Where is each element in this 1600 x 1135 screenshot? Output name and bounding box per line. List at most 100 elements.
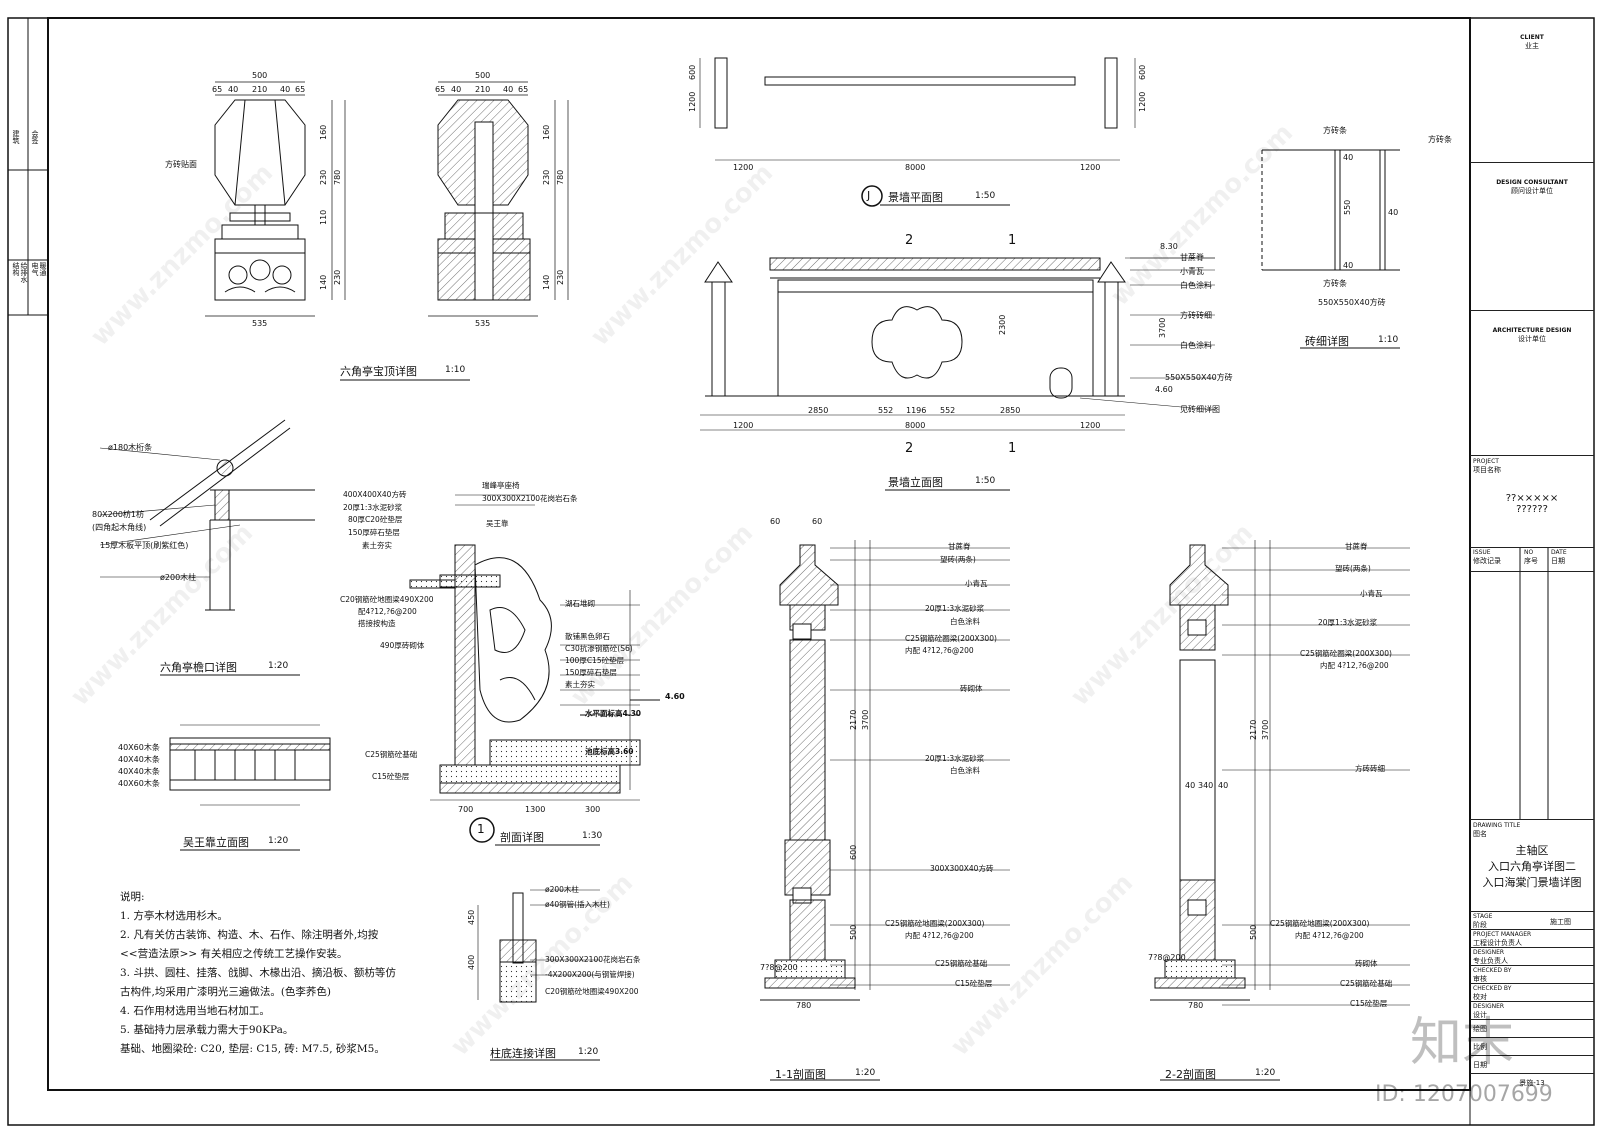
tb-checked-2: CHECKED BY 校对 — [1470, 984, 1594, 1002]
section-label-14: 湖石堆砌 — [565, 599, 595, 608]
svg-text:1: 1 — [1008, 233, 1016, 248]
note-item: 4. 石作用材选用当地石材加工。 — [120, 1005, 270, 1017]
section-detail-drawing — [409, 544, 660, 794]
title-section-1-1: 1-1剖面图 — [775, 1068, 826, 1081]
svg-text:65: 65 — [435, 85, 445, 94]
colbase-label-2: 300X300X2100花岗岩石条 — [545, 955, 641, 964]
svg-text:65: 65 — [295, 85, 305, 94]
scale-pavilion-top: 1:10 — [445, 365, 466, 375]
note-item: 5. 基础持力层承载力需大于90KPa。 — [120, 1024, 294, 1036]
section-2-2-drawing — [1150, 540, 1271, 1001]
sec22-label-11: C15砼垫层 — [1350, 999, 1388, 1008]
section-label-5: C20钢筋砼地圈梁490X200 — [340, 595, 434, 604]
tb-issue-header: ISSUE 修改记录 NO 序号 DATE 日期 — [1470, 548, 1594, 572]
svg-text:1200: 1200 — [1080, 421, 1100, 430]
notes-heading: 说明: — [120, 891, 145, 903]
sec11-label-2: 小青瓦 — [965, 579, 988, 588]
svg-text:300: 300 — [585, 805, 600, 814]
title-section-2-2: 2-2剖面图 — [1165, 1068, 1216, 1081]
section-label-level: 4.60 — [665, 692, 685, 701]
colbase-label-0: ø200木柱 — [545, 885, 579, 894]
svg-text:780: 780 — [1188, 1001, 1203, 1010]
svg-text:500: 500 — [475, 71, 490, 80]
svg-text:40: 40 — [1185, 781, 1195, 790]
eave-label-2: (四角起木角线) — [92, 523, 147, 532]
section-label-10: C15砼垫层 — [372, 772, 410, 781]
left-strip-1: 结构 — [12, 262, 20, 276]
note-item: <<营造法原>> 有关相应之传统工艺操作安装。 — [120, 948, 348, 960]
wall-label-1: 小青瓦 — [1180, 267, 1204, 276]
wall-label-4: 白色涂料 — [1180, 341, 1212, 350]
sec11-label-9: 白色涂料 — [950, 766, 980, 775]
eave-detail-drawing — [99, 419, 315, 611]
svg-text:40: 40 — [1343, 153, 1353, 162]
brick-label-2: 方砖条 — [1323, 279, 1347, 288]
svg-text:8000: 8000 — [905, 421, 925, 430]
svg-text:400: 400 — [467, 955, 476, 970]
leader-lines — [455, 257, 1410, 1006]
wall-label-5: 550X550X40方砖 — [1165, 373, 1233, 382]
title-underlines — [160, 204, 1400, 1081]
svg-text:140: 140 — [319, 275, 328, 290]
scale-brick: 1:10 — [1378, 335, 1399, 345]
title-column-base: 柱底连接详图 — [490, 1047, 556, 1060]
tb-architecture: ARCHITECTURE DESIGN 设计单位 — [1470, 311, 1594, 456]
sec11-label-11: C25钢筋砼地圈梁(200X300) — [885, 919, 985, 928]
section-label-water-level: 水平面标高4.30 — [585, 709, 642, 718]
note-item: 基础、地圈梁砼: C20, 垫层: C15, 砖: M7.5, 砂浆M5。 — [120, 1043, 385, 1055]
svg-text:230: 230 — [542, 170, 551, 185]
image-id: ID: 1207007699 — [1375, 1082, 1553, 1107]
scale-column-base: 1:20 — [578, 1047, 599, 1057]
section-label-1: 20厚1:3水泥砂浆 — [343, 503, 403, 512]
sec11-label-0: 甘蔗脊 — [948, 542, 971, 551]
svg-text:500: 500 — [1249, 925, 1258, 940]
tb-date: 日期 — [1470, 1056, 1594, 1074]
wall-label-3: 方砖砖细 — [1180, 311, 1212, 320]
svg-text:210: 210 — [475, 85, 490, 94]
sec11-label-13: C25钢筋砼基础 — [935, 959, 988, 968]
svg-text:160: 160 — [542, 125, 551, 140]
brick-label-3: 550X550X40方砖 — [1318, 298, 1386, 307]
sec22-label-0: 甘蔗脊 — [1345, 542, 1368, 551]
colbase-label-1: ø40钢管(插入木柱) — [545, 900, 610, 909]
note-item: 3. 斗拱、圆柱、挂落、戗脚、木椽出沿、摘沿板、额枋等仿 — [120, 967, 396, 979]
svg-text:2850: 2850 — [808, 406, 828, 415]
svg-text:600: 600 — [1138, 65, 1147, 80]
left-strip-0: 建筑 — [12, 130, 20, 144]
sec22-label-9: 砖砌体 — [1355, 959, 1378, 968]
eave-label-1: 80X200枋1枋 — [92, 510, 145, 519]
bench-label-0: 40X60木条 — [118, 743, 160, 752]
svg-text:535: 535 — [475, 319, 490, 328]
section-marker-number: 1 — [477, 822, 485, 836]
bench-elevation-drawing — [169, 724, 331, 806]
svg-text:700: 700 — [458, 805, 473, 814]
sec11-label-4: 白色涂料 — [950, 617, 980, 626]
svg-text:3700: 3700 — [861, 710, 870, 730]
section-label-pool-level: 池底标高3.60 — [585, 747, 634, 756]
svg-text:450: 450 — [467, 910, 476, 925]
section-label-17: 100厚C15砼垫层 — [565, 656, 625, 665]
svg-text:140: 140 — [542, 275, 551, 290]
section-marker-circle — [469, 817, 495, 843]
svg-text:2850: 2850 — [1000, 406, 1020, 415]
brick-label-1: 方砖条 — [1428, 135, 1452, 144]
brick-detail-drawing — [1261, 149, 1400, 271]
svg-text:535: 535 — [252, 319, 267, 328]
svg-text:780: 780 — [556, 170, 565, 185]
section-label-15: 散铺黑色卵石 — [565, 632, 610, 641]
label-brick-facing: 方砖贴面 — [165, 160, 197, 169]
svg-text:7?8@200: 7?8@200 — [1148, 953, 1186, 962]
svg-text:7?8@200: 7?8@200 — [760, 963, 798, 972]
column-base-dim-text: 450 400 — [467, 910, 476, 970]
wall-level-top: 8.30 — [1160, 242, 1178, 251]
sec22-label-4: C25钢筋砼圈梁(200X300) — [1300, 649, 1392, 658]
scale-section: 1:30 — [582, 831, 603, 841]
svg-text:60: 60 — [812, 517, 822, 526]
scale-section-2-2: 1:20 — [1255, 1068, 1276, 1078]
svg-text:110: 110 — [319, 210, 328, 225]
column-base-drawing — [477, 892, 537, 1003]
